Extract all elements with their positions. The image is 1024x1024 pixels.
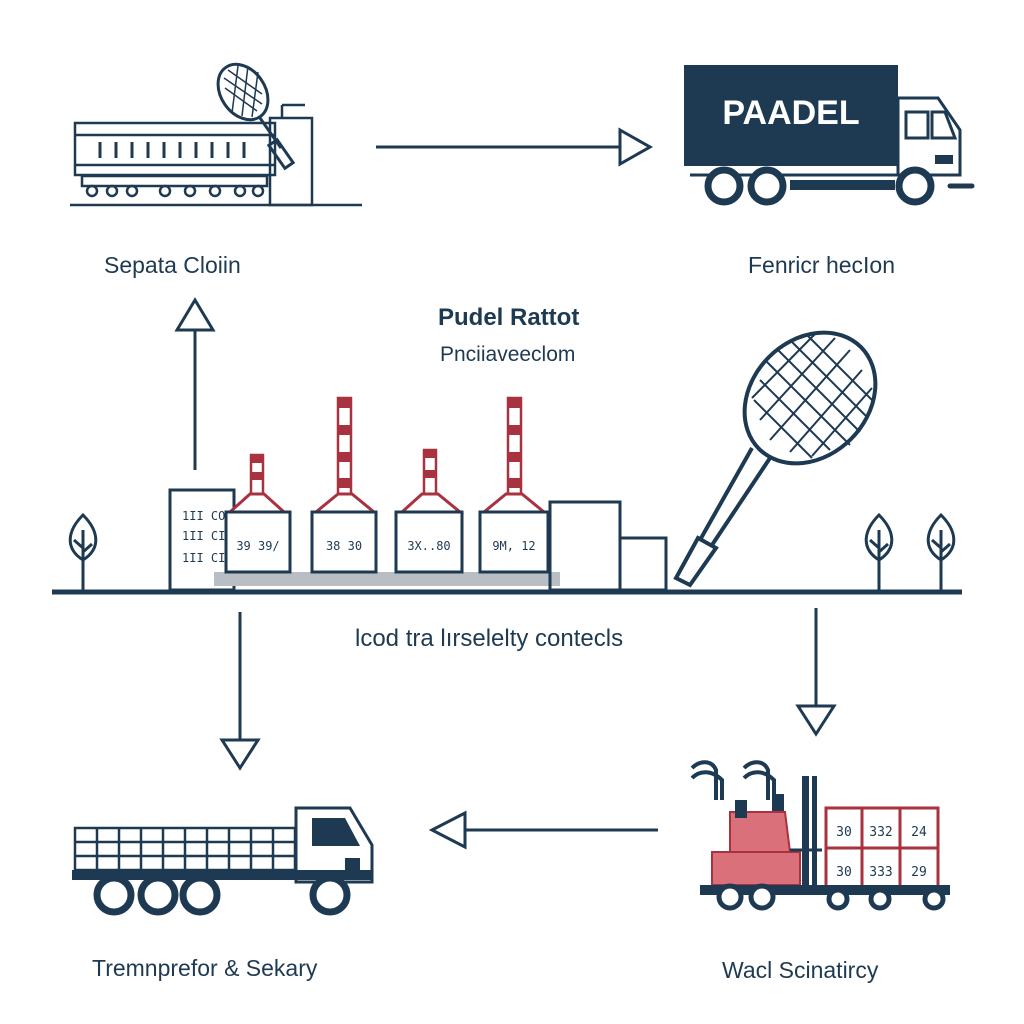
padel-racket-icon: [216, 62, 296, 171]
arrow-left-bottom: [428, 810, 658, 850]
label-top-left: Sepata Cloiin: [104, 252, 241, 278]
box-label-4: 30: [836, 865, 852, 880]
tank-label-4: 9M, 12: [492, 539, 535, 553]
box-label-5: 333: [869, 865, 892, 880]
label-middle: lcod tra lırselelty contecls: [355, 625, 624, 652]
factory-icon: 1II CO 1II CII 1II CII: [168, 396, 668, 592]
center-subtitle: Pnciiaveeclom: [440, 343, 576, 366]
forklift-icon: 30 332 24 30 333 29: [690, 760, 950, 911]
tree-icon: [68, 512, 98, 590]
arrow-up-left: [174, 297, 216, 470]
tank-label-1: 39 39/: [236, 539, 279, 553]
center-title: Pudel Rattot: [438, 304, 580, 331]
delivery-truck-icon: PAADEL: [684, 65, 975, 206]
tank-label-2: 38 30: [326, 539, 362, 553]
arrow-down-left: [219, 612, 261, 771]
label-bottom-left: Tremnprefor & Sekary: [92, 955, 318, 981]
label-top-right: Fenricr hecIon: [748, 252, 896, 278]
office-window-3: 1II CII: [182, 551, 233, 565]
box-label-1: 30: [836, 825, 852, 840]
tank-label-3: 3X..80: [407, 539, 450, 553]
label-bottom-right: Wacl Scinatircy: [722, 957, 879, 983]
tree-icon: [926, 512, 956, 590]
arrow-down-right: [795, 608, 837, 737]
padel-racket-large-icon: [673, 330, 878, 588]
box-label-6: 29: [911, 865, 927, 880]
flatbed-truck-icon: [72, 806, 374, 916]
office-window-2: 1II CII: [182, 529, 233, 543]
box-label-3: 24: [911, 825, 927, 840]
train-icon: [70, 103, 362, 207]
truck-brand-text: PAADEL: [722, 94, 859, 132]
arrow-right-top: [376, 127, 654, 167]
tree-icon: [864, 512, 894, 590]
office-window-1: 1II CO: [182, 509, 225, 523]
box-label-2: 332: [869, 825, 892, 840]
